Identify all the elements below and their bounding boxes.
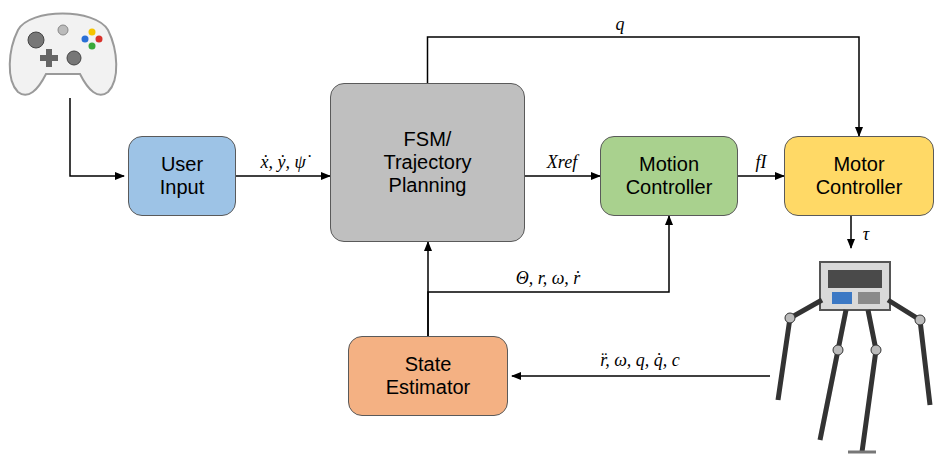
planner-box: FSM/ Trajectory Planning (330, 83, 525, 242)
signal-arrow (525, 175, 600, 177)
signal-label: ẋ, ẏ, ψ̇ (260, 152, 305, 173)
estimator-box: State Estimator (348, 336, 508, 416)
node-text: Motor Controller (804, 153, 914, 199)
node-text: Motion Controller (614, 153, 724, 199)
signal-label: q (616, 14, 625, 35)
torque-wire (850, 216, 852, 248)
signal-arrow (738, 175, 784, 177)
gamepad-illustration (10, 14, 117, 95)
signal-label: r̈, ω, q, q̇, c (600, 350, 680, 371)
controller-box: Motion Controller (600, 136, 738, 216)
signal-label: fI (756, 152, 767, 173)
signal-label: τ (863, 224, 869, 245)
node-text: FSM/ Trajectory Planning (373, 128, 483, 197)
sensor-wire (512, 375, 770, 377)
node-text: User Input (142, 153, 222, 199)
robot-illustration (778, 262, 930, 452)
signal-label: Θ, r, ω, ṙ (516, 268, 581, 289)
input-wire (70, 98, 124, 176)
input-box: User Input (128, 136, 236, 216)
signal-label: Xref (547, 152, 577, 173)
controller-box: Motor Controller (784, 136, 934, 216)
node-text: State Estimator (373, 353, 483, 399)
signal-arrow (236, 175, 330, 177)
